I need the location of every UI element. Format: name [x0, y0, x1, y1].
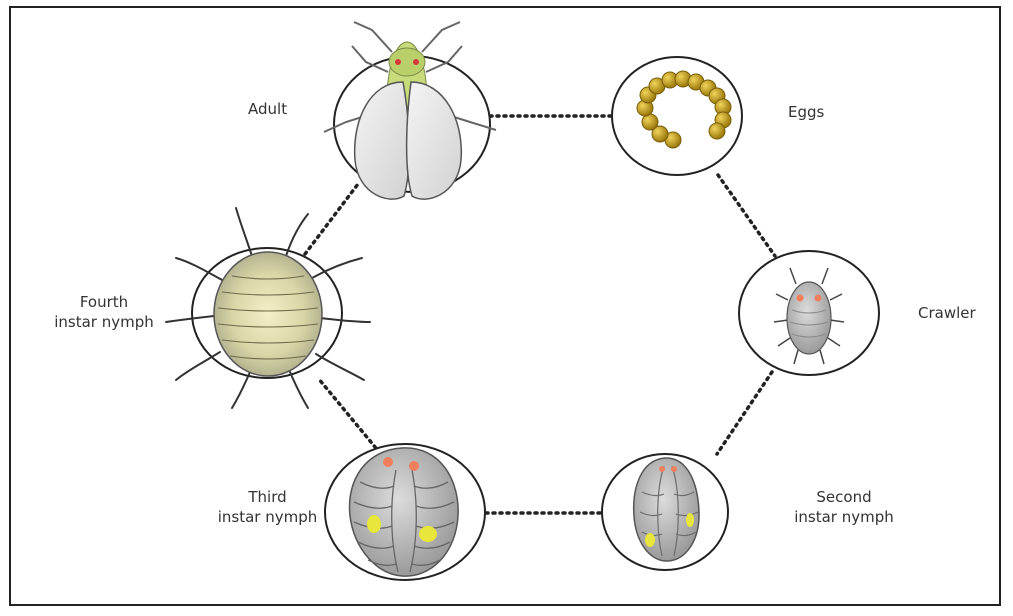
label-second-instar: Second instar nymph	[784, 487, 904, 527]
label-third-instar-line1: Third	[210, 487, 325, 507]
label-second-instar-line1: Second	[784, 487, 904, 507]
connector-crawler-second	[717, 372, 772, 454]
connector-third-fourth	[318, 378, 380, 453]
label-second-instar-line2: instar nymph	[784, 507, 904, 527]
label-eggs: Eggs	[788, 102, 824, 122]
label-third-instar: Third instar nymph	[210, 487, 325, 527]
eggs-illustration	[612, 57, 742, 175]
connector-eggs-crawler	[718, 175, 775, 256]
crawler-illustration	[739, 251, 879, 375]
adult-whitefly-illustration	[324, 22, 496, 199]
label-third-instar-line2: instar nymph	[210, 507, 325, 527]
label-fourth-instar: Fourth instar nymph	[34, 292, 174, 332]
second-instar-nymph-illustration	[602, 454, 728, 570]
fourth-instar-nymph-illustration	[166, 208, 370, 408]
label-fourth-instar-line2: instar nymph	[34, 312, 174, 332]
connector-fourth-adult	[305, 184, 358, 254]
label-fourth-instar-line1: Fourth	[34, 292, 174, 312]
label-adult: Adult	[248, 99, 287, 119]
third-instar-nymph-illustration	[325, 444, 485, 580]
label-crawler: Crawler	[918, 303, 976, 323]
